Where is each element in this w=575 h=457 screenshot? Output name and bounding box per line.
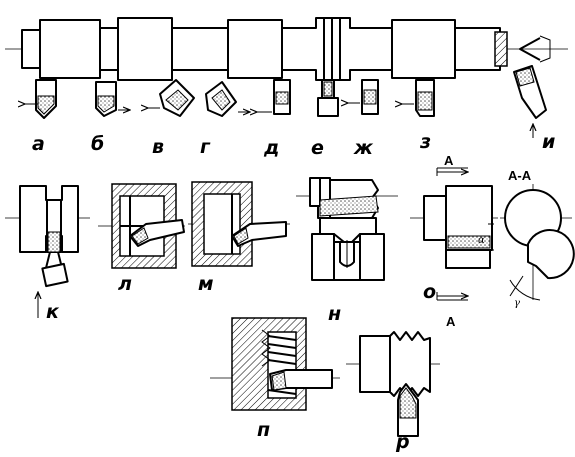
- figure-r: [346, 331, 440, 437]
- label-k: к: [46, 301, 60, 323]
- label-o: о: [423, 281, 436, 303]
- section-title: А-А: [508, 168, 532, 183]
- tool-b: [95, 81, 130, 117]
- figure-m: [188, 181, 290, 267]
- label-a: а: [32, 133, 45, 155]
- top-shaft: [5, 17, 568, 81]
- tool-v: [148, 79, 195, 117]
- figure-l: [98, 183, 185, 269]
- label-m: м: [198, 273, 214, 295]
- tool-d: [257, 79, 291, 114]
- figure-n: [296, 177, 398, 281]
- label-z: з: [419, 131, 431, 153]
- label-v: в: [152, 136, 164, 158]
- tool-a: [25, 79, 57, 119]
- label-n: н: [328, 303, 341, 325]
- tool-z: [402, 79, 435, 117]
- section-a-a: [500, 184, 575, 301]
- tool-i: [513, 65, 547, 138]
- label-r: р: [395, 431, 410, 453]
- tool-g: [205, 81, 250, 117]
- section-mark-top: А: [444, 153, 454, 168]
- label-d: д: [263, 137, 279, 159]
- label-i: и: [542, 131, 555, 153]
- tool-e: [317, 79, 339, 117]
- figure-p: [210, 317, 340, 411]
- label-e: е: [311, 137, 324, 159]
- tool-zh: [348, 79, 379, 115]
- label-p: п: [257, 419, 270, 441]
- label-b: б: [91, 133, 104, 155]
- label-l: л: [118, 273, 132, 295]
- figure-o: [410, 167, 498, 301]
- label-g: г: [200, 136, 211, 158]
- figure-k: [5, 185, 90, 318]
- angle-alpha: α: [478, 235, 485, 246]
- angle-gamma: γ: [514, 298, 520, 309]
- label-zh: ж: [353, 137, 374, 159]
- section-mark-bottom: А: [446, 314, 456, 329]
